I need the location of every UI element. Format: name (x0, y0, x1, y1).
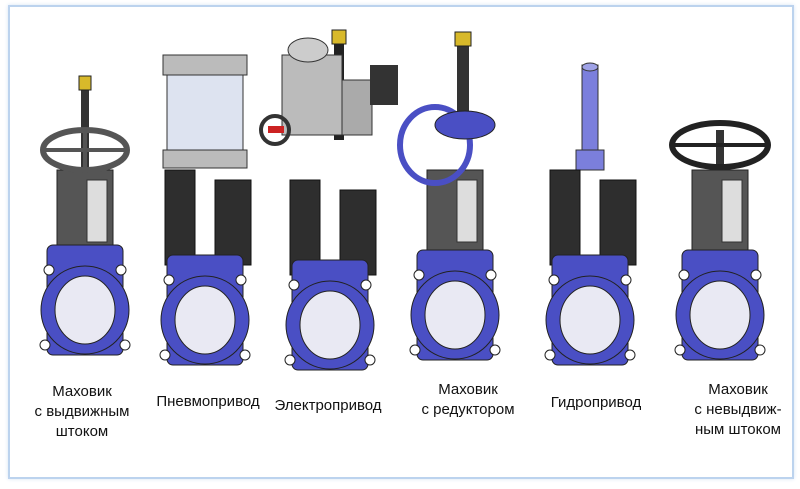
label-gearbox: Маховик с редуктором (421, 380, 514, 420)
valve-electric (259, 29, 398, 371)
valve-gearbox-handwheel (397, 31, 501, 361)
label-line: штоком (55, 423, 109, 440)
label-line: с выдвижным (34, 403, 130, 420)
valve-hydraulic (544, 62, 637, 366)
label-line: с редуктором (421, 401, 515, 418)
valve-pneumatic (159, 54, 252, 366)
label-line: с невыдвиж- (694, 401, 782, 418)
label-line: Маховик (438, 381, 498, 398)
label-pneumatic: Пневмопривод (156, 393, 260, 410)
label-rising-stem: Маховик с выдвижным штоком (35, 382, 130, 442)
label-hydraulic: Гидропривод (550, 394, 642, 411)
frame-border (8, 5, 794, 479)
valve-non-rising-stem-handwheel (669, 120, 771, 361)
label-line: Маховик (52, 383, 112, 400)
valve-rising-stem-handwheel (39, 75, 131, 356)
label-non-rising-stem: Маховик с невыдвиж- ным штоком (694, 380, 781, 440)
label-line: ным штоком (694, 421, 781, 438)
label-electric: Электропривод (274, 397, 382, 414)
label-line: Маховик (708, 381, 768, 398)
